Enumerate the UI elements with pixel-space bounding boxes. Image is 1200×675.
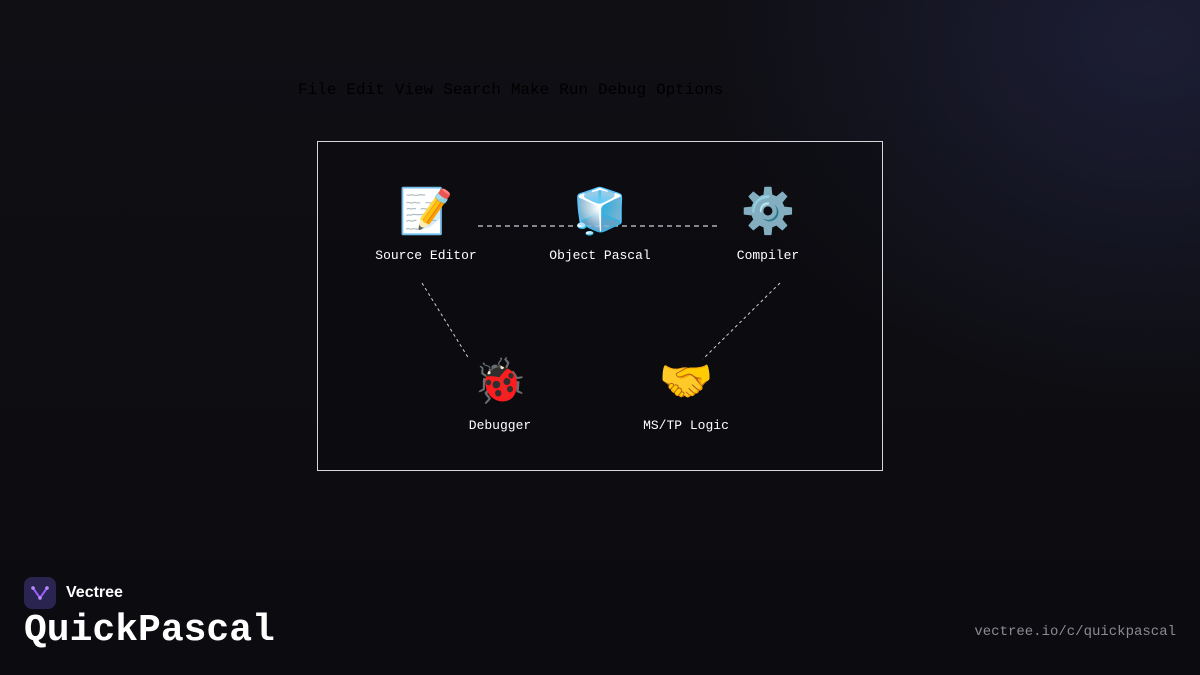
handshake-icon: 🤝 — [658, 356, 714, 407]
brand-name: Vectree — [66, 584, 123, 601]
gear-icon: ⚙️ — [740, 186, 796, 237]
node-label-compiler: Compiler — [736, 248, 800, 263]
menu-bar: File Edit View Search Make Run Debug Options — [298, 81, 723, 99]
menu-item-edit[interactable]: Edit — [346, 81, 385, 99]
vectree-logo-icon — [24, 577, 56, 609]
menu-item-make[interactable]: Make — [510, 81, 550, 99]
footer-url[interactable]: vectree.io/c/quickpascal — [974, 624, 1176, 640]
node-label-mstp-logic: MS/TP Logic — [643, 418, 729, 433]
ice-cube-icon: 🧊 — [572, 186, 628, 237]
node-label-debugger: Debugger — [468, 418, 532, 433]
connector-compiler-mstp — [702, 282, 781, 360]
product-title: QuickPascal — [24, 609, 275, 652]
menu-item-options[interactable]: Options — [656, 81, 724, 99]
node-object-pascal: 🧊 Object Pascal — [520, 184, 680, 263]
menu-item-file[interactable]: File — [298, 81, 337, 99]
menu-item-debug[interactable]: Debug — [598, 81, 647, 99]
node-compiler: ⚙️ Compiler — [688, 184, 848, 263]
connector-lines — [421, 225, 781, 360]
node-source-editor: 📝 Source Editor — [346, 184, 506, 263]
connector-editor-debugger — [421, 282, 470, 360]
memo-pencil-icon: 📝 — [398, 186, 454, 237]
ladybug-icon: 🐞 — [472, 356, 528, 407]
menu-item-view[interactable]: View — [394, 81, 434, 99]
diagram-frame: 📝 Source Editor 🧊 Object Pascal ⚙️ Compi… — [317, 141, 883, 471]
menu-item-search[interactable]: Search — [443, 81, 501, 99]
brand: Vectree — [24, 577, 123, 609]
node-mstp-logic: 🤝 MS/TP Logic — [606, 354, 766, 433]
node-debugger: 🐞 Debugger — [420, 354, 580, 433]
node-label-object-pascal: Object Pascal — [549, 248, 651, 263]
menu-item-run[interactable]: Run — [559, 81, 589, 99]
node-label-source-editor: Source Editor — [375, 248, 477, 263]
